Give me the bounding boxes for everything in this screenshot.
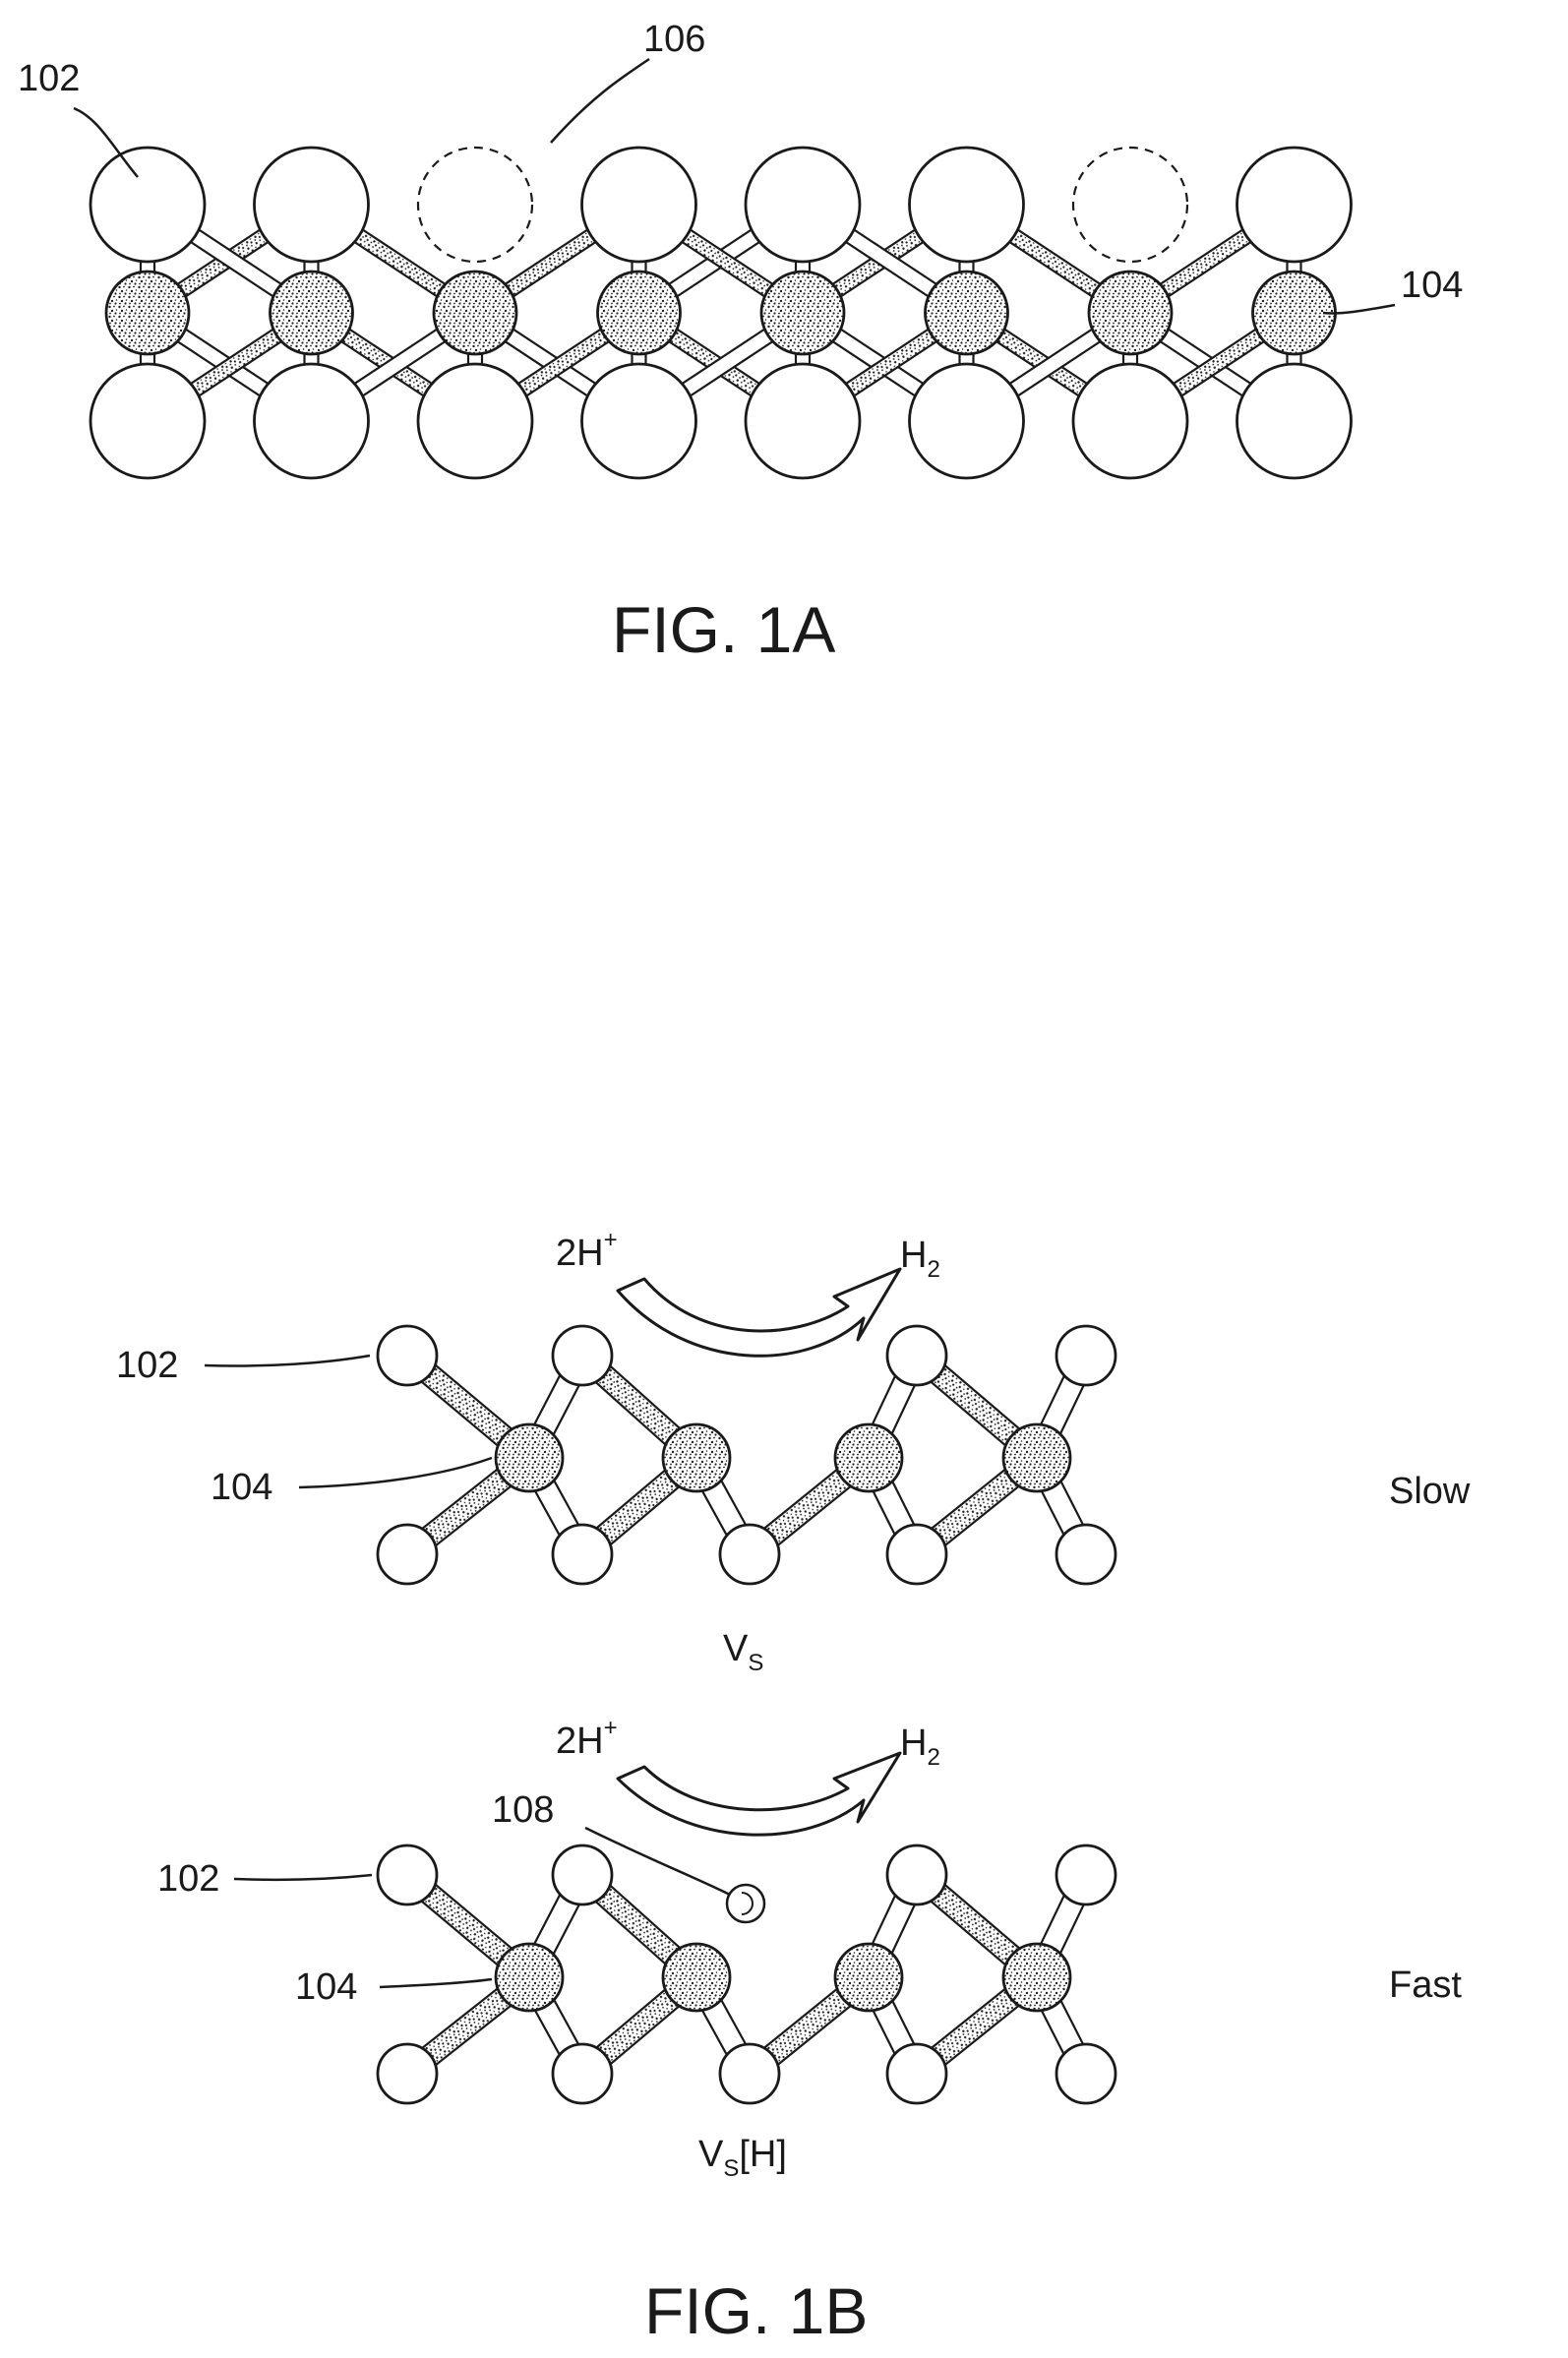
slow-lattice-atoms bbox=[378, 1326, 1116, 1584]
metal-atom bbox=[1003, 1424, 1070, 1491]
reactant-label-slow: 2H+ bbox=[556, 1227, 618, 1274]
fig-1a: 102 106 104 FIG. 1A bbox=[18, 19, 1463, 666]
metal-atom bbox=[835, 1944, 902, 2011]
ref-label-108: 108 bbox=[492, 1789, 554, 1831]
leader-line-104-slow bbox=[299, 1458, 492, 1487]
chalcogen-atom bbox=[720, 2044, 779, 2103]
ref-label-104: 104 bbox=[1401, 265, 1463, 306]
hydrogen-adatom bbox=[727, 1885, 764, 1922]
vacancy-label-fast: VS[H] bbox=[698, 2134, 787, 2182]
metal-atom bbox=[598, 272, 681, 354]
fig-1a-caption: FIG. 1A bbox=[612, 593, 835, 666]
chalcogen-atom bbox=[553, 1326, 612, 1385]
fig-1b-slow-panel: 2H+ H2 102 104 Slow VS bbox=[116, 1227, 1471, 1676]
metal-atom bbox=[496, 1944, 563, 2011]
chalcogen-atom bbox=[1056, 1525, 1116, 1584]
leader-line-102-slow bbox=[205, 1356, 370, 1366]
chalcogen-atom bbox=[1056, 2044, 1116, 2103]
fig-1a-atoms bbox=[90, 148, 1352, 478]
chalcogen-atom bbox=[746, 148, 860, 262]
reactant-label-fast: 2H+ bbox=[556, 1715, 618, 1762]
chalcogen-atom bbox=[1056, 1845, 1116, 1905]
metal-atom bbox=[106, 272, 189, 354]
chalcogen-atom bbox=[255, 148, 369, 262]
rate-label-slow: Slow bbox=[1389, 1471, 1471, 1512]
reaction-arrow-fast bbox=[618, 1753, 900, 1835]
chalcogen-atom bbox=[378, 2044, 437, 2103]
chalcogen-atom bbox=[887, 2044, 946, 2103]
product-label-fast: H2 bbox=[900, 1723, 940, 1771]
chalcogen-atom bbox=[378, 1326, 437, 1385]
chalcogen-atom bbox=[1056, 1326, 1116, 1385]
reaction-arrow-slow bbox=[618, 1269, 900, 1356]
ref-label-104-slow: 104 bbox=[211, 1467, 272, 1508]
chalcogen-atom bbox=[720, 1525, 779, 1584]
chalcogen-atom bbox=[582, 364, 696, 478]
chalcogen-atom bbox=[910, 148, 1024, 262]
chalcogen-atom bbox=[1237, 148, 1352, 262]
product-label-slow: H2 bbox=[900, 1235, 940, 1283]
metal-atom bbox=[434, 272, 516, 354]
chalcogen-atom bbox=[418, 364, 532, 478]
ref-label-102-slow: 102 bbox=[116, 1345, 178, 1386]
chalcogen-atom bbox=[746, 364, 860, 478]
metal-atom bbox=[496, 1424, 563, 1491]
leader-line-102-fast bbox=[234, 1875, 372, 1880]
chalcogen-atom bbox=[378, 1525, 437, 1584]
chalcogen-atom bbox=[553, 1845, 612, 1905]
chalcogen-atom bbox=[887, 1326, 946, 1385]
fig-1b-caption: FIG. 1B bbox=[644, 2274, 868, 2347]
chalcogen-atom bbox=[90, 364, 205, 478]
chalcogen-atom bbox=[887, 1845, 946, 1905]
chalcogen-atom bbox=[378, 1845, 437, 1905]
fig-1b-fast-panel: 2H+ H2 108 102 104 Fast VS[H] bbox=[157, 1715, 1462, 2182]
ref-label-102: 102 bbox=[18, 58, 80, 99]
metal-atom bbox=[926, 272, 1008, 354]
chalcogen-atom bbox=[910, 364, 1024, 478]
leader-line-104-fast bbox=[380, 1979, 492, 1987]
metal-atom bbox=[1253, 272, 1336, 354]
ref-label-104-fast: 104 bbox=[295, 1966, 357, 2008]
metal-atom bbox=[663, 1944, 730, 2011]
chalcogen-atom bbox=[553, 1525, 612, 1584]
chalcogen-atom bbox=[1073, 364, 1187, 478]
metal-atom bbox=[1003, 1944, 1070, 2011]
vacancy-label-slow: VS bbox=[723, 1628, 763, 1676]
chalcogen-atom bbox=[887, 1525, 946, 1584]
metal-atom bbox=[663, 1424, 730, 1491]
metal-atom bbox=[1089, 272, 1172, 354]
chalcogen-atom bbox=[255, 364, 369, 478]
chalcogen-atom bbox=[1237, 364, 1352, 478]
vacancy-site bbox=[1073, 148, 1187, 262]
ref-label-102-fast: 102 bbox=[157, 1858, 219, 1900]
chalcogen-atom bbox=[90, 148, 205, 262]
rate-label-fast: Fast bbox=[1389, 1965, 1462, 2006]
metal-atom bbox=[835, 1424, 902, 1491]
metal-atom bbox=[271, 272, 353, 354]
ref-label-106: 106 bbox=[643, 19, 705, 60]
vacancy-site bbox=[418, 148, 532, 262]
chalcogen-atom bbox=[582, 148, 696, 262]
metal-atom bbox=[761, 272, 844, 354]
chalcogen-atom bbox=[553, 2044, 612, 2103]
leader-line-106 bbox=[551, 59, 649, 143]
